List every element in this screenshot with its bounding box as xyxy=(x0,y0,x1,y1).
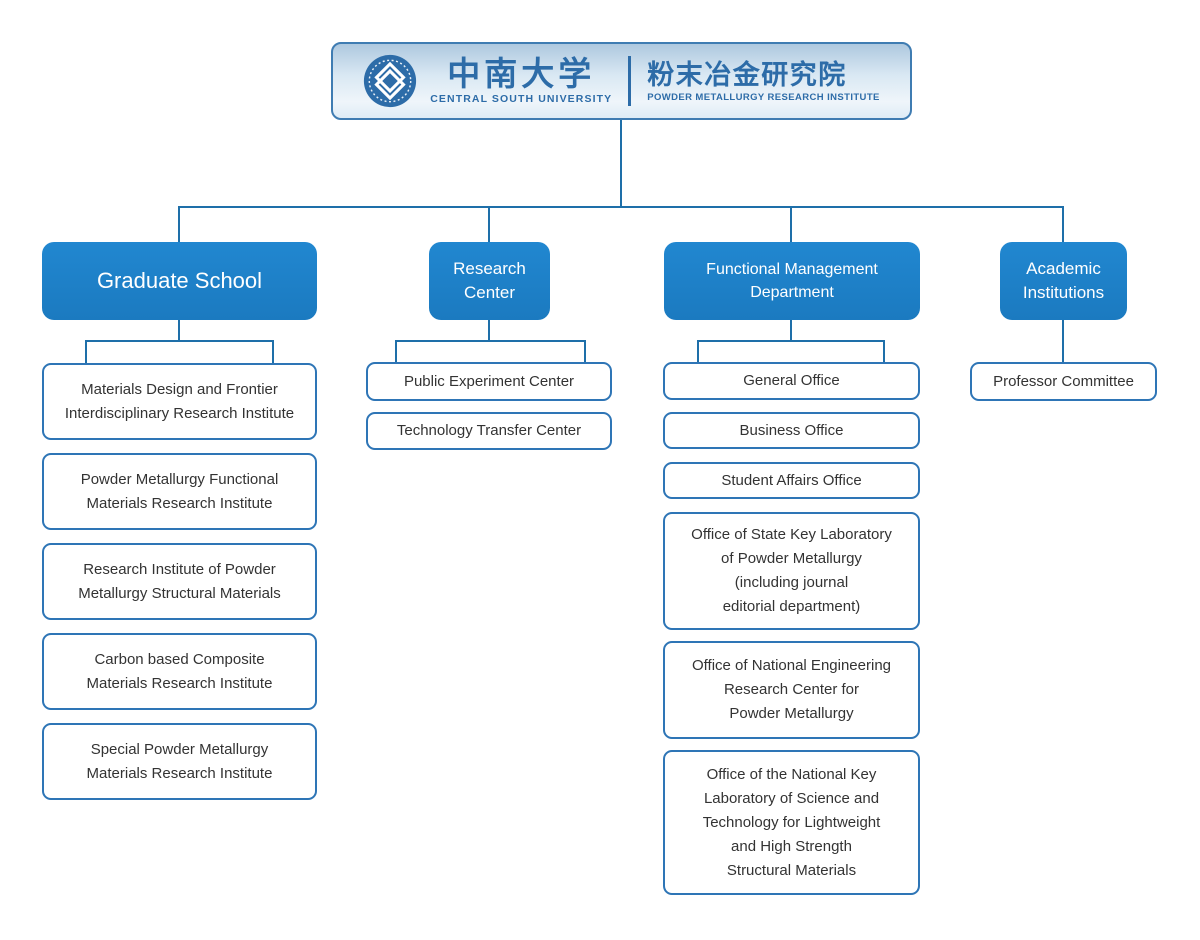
connector-drop-academic-institutions xyxy=(1062,206,1064,242)
branch-box-academic-institutions: Academic Institutions xyxy=(1000,242,1127,320)
node-materials-design-frontier-institute: Materials Design and Frontier Interdisci… xyxy=(42,363,317,440)
node-pm-structural-materials-institute: Research Institute of Powder Metallurgy … xyxy=(42,543,317,620)
connector-gs-stem xyxy=(178,320,180,341)
connector-rc-right-drop xyxy=(584,340,586,362)
node-carbon-composite-materials-institute: Carbon based Composite Materials Researc… xyxy=(42,633,317,710)
connector-gs-right-drop xyxy=(272,340,274,363)
connector-gs-bar xyxy=(85,340,274,342)
node-public-experiment-center: Public Experiment Center xyxy=(366,362,612,401)
connector-fm-stem xyxy=(790,320,792,341)
university-name-cn: 中南大学 xyxy=(447,54,596,93)
connector-rc-bar xyxy=(395,340,586,342)
institute-title-block: 粉末冶金研究院 POWDER METALLURGY RESEARCH INSTI… xyxy=(647,60,880,103)
connector-fm-right-drop xyxy=(883,340,885,362)
connector-drop-functional-management xyxy=(790,206,792,242)
branch-box-functional-management-department: Functional Management Department xyxy=(664,242,920,320)
node-general-office: General Office xyxy=(663,362,920,400)
node-state-key-lab-office: Office of State Key Laboratory of Powder… xyxy=(663,512,920,630)
node-student-affairs-office: Student Affairs Office xyxy=(663,462,920,499)
university-title-block: 中南大学 CENTRAL SOUTH UNIVERSITY xyxy=(430,54,613,106)
connector-fm-left-drop xyxy=(697,340,699,362)
university-logo-icon xyxy=(364,54,417,108)
connector-root-vertical xyxy=(620,120,622,207)
university-name-en: CENTRAL SOUTH UNIVERSITY xyxy=(430,93,613,105)
header-divider xyxy=(628,56,632,106)
connector-fm-bar xyxy=(697,340,885,342)
node-special-pm-materials-institute: Special Powder Metallurgy Materials Rese… xyxy=(42,723,317,800)
connector-rc-stem xyxy=(488,320,490,341)
node-national-key-lab-lightweight-office: Office of the National Key Laboratory of… xyxy=(663,750,920,895)
header-box: 中南大学 CENTRAL SOUTH UNIVERSITY 粉末冶金研究院 PO… xyxy=(331,42,912,120)
connector-ai-stem xyxy=(1062,320,1064,362)
institute-name-en: POWDER METALLURGY RESEARCH INSTITUTE xyxy=(647,91,880,103)
branch-box-graduate-school: Graduate School xyxy=(42,242,317,320)
connector-rc-left-drop xyxy=(395,340,397,362)
node-business-office: Business Office xyxy=(663,412,920,449)
node-technology-transfer-center: Technology Transfer Center xyxy=(366,412,612,450)
node-professor-committee: Professor Committee xyxy=(970,362,1157,401)
connector-root-horizontal xyxy=(178,206,1064,208)
connector-gs-left-drop xyxy=(85,340,87,363)
branch-box-research-center: Research Center xyxy=(429,242,550,320)
node-pm-functional-materials-institute: Powder Metallurgy Functional Materials R… xyxy=(42,453,317,530)
institute-name-cn: 粉末冶金研究院 xyxy=(647,59,847,90)
connector-drop-graduate-school xyxy=(178,206,180,242)
node-national-engineering-center-office: Office of National Engineering Research … xyxy=(663,641,920,739)
connector-drop-research-center xyxy=(488,206,490,242)
